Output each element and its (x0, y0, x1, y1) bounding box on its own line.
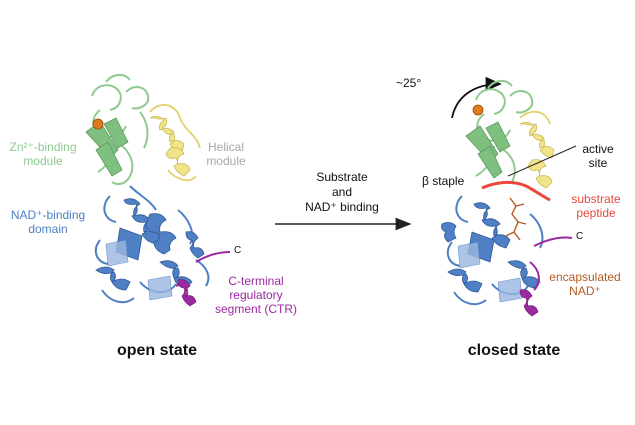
zn-beta-sheet (85, 117, 129, 177)
nad-domain-label: NAD⁺-binding domain (6, 208, 90, 236)
open-state-structure (85, 74, 231, 307)
substrate-label: substrate peptide (566, 192, 626, 220)
substrate-peptide-cartoon (481, 180, 551, 202)
encapsulated-nad-label-line2: NAD⁺ (569, 284, 601, 298)
encapsulated-nad-label: encapsulated NAD⁺ (540, 270, 630, 298)
closed-helical-module-cartoon (519, 122, 555, 189)
transition-label: Substrate and NAD⁺ binding (282, 170, 402, 215)
nad-domain-label-line1: NAD⁺-binding (10, 208, 86, 222)
transition-label-line1: Substrate (316, 170, 368, 184)
active-site-label-line1: active (582, 142, 614, 156)
active-site-label-line2: site (588, 156, 608, 170)
active-site-pointer (507, 145, 577, 177)
helical-module-label: Helical module (196, 140, 256, 168)
closed-state-structure (441, 76, 577, 317)
nad-domain-label-line2: domain (28, 222, 68, 236)
closed-nad-domain-cartoon (441, 195, 544, 306)
nad-ligand-sticks (505, 197, 527, 241)
closed-c-terminus-label: C (576, 231, 584, 242)
ctr-label-line3: segment (CTR) (214, 302, 297, 316)
closed-zn-module-cartoon (475, 80, 534, 183)
ctr-label-line1: C-terminal (228, 274, 284, 288)
substrate-label-line2: peptide (576, 206, 616, 220)
nad-binding-domain-cartoon (94, 185, 210, 304)
transition-label-line2: and (331, 185, 353, 199)
encapsulated-nad-label-line1: encapsulated (549, 270, 621, 284)
open-c-terminus-label: C (234, 245, 242, 256)
rotation-label: ~25° (396, 76, 422, 90)
zn-module-label-line1: Zn²⁺-binding (9, 140, 77, 154)
ctr-cartoon (175, 251, 231, 307)
active-site-label: active site (574, 142, 622, 170)
closed-zinc-ion-sphere (472, 104, 484, 116)
closed-ctr-cartoon (519, 236, 573, 317)
helical-module-label-line1: Helical (207, 140, 244, 154)
beta-staple-label: β staple (422, 174, 465, 188)
transition-label-line3: NAD⁺ binding (305, 200, 379, 214)
zn-module-label: Zn²⁺-binding module (6, 140, 80, 168)
ctr-label: C-terminal regulatory segment (CTR) (208, 274, 304, 316)
closed-state-label: closed state (467, 342, 561, 359)
zinc-ion-sphere (92, 118, 104, 130)
open-state-label: open state (116, 342, 197, 359)
zn-module-label-line2: module (23, 154, 63, 168)
ctr-label-line2: regulatory (229, 288, 283, 302)
helical-module-cartoon (149, 116, 191, 177)
substrate-label-line1: substrate (571, 192, 621, 206)
helical-module-label-line2: module (206, 154, 246, 168)
